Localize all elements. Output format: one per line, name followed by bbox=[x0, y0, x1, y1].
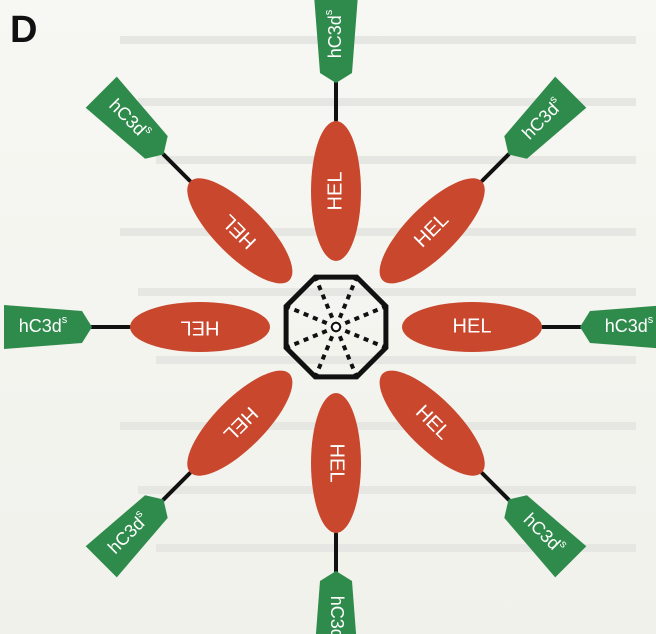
hel-label-left: HEL bbox=[181, 317, 220, 339]
hc3d-label-left: hC3ds bbox=[19, 314, 68, 336]
arm-right: HEL hC3ds bbox=[402, 302, 656, 352]
hc3d-tag-bottom: hC3ds bbox=[314, 571, 358, 634]
hel-label-top: HEL bbox=[324, 172, 346, 211]
hc3d-label-top: hC3ds bbox=[323, 9, 345, 58]
hc3d-label-right: hC3ds bbox=[605, 314, 654, 336]
core-spoke bbox=[286, 306, 336, 327]
arm-bottom: HEL hC3ds bbox=[311, 393, 361, 634]
hc3d-superscript-right: s bbox=[648, 314, 654, 326]
arm-left: HEL hC3ds bbox=[4, 302, 270, 352]
hc3d-tag-left: hC3ds bbox=[4, 305, 92, 349]
hc3d-label-bottom: hC3ds bbox=[327, 596, 349, 634]
core-spoke bbox=[315, 277, 336, 327]
hc3d-superscript-left: s bbox=[62, 314, 68, 326]
hc3d-main-text-right: hC3d bbox=[605, 316, 648, 336]
hel-label-right: HEL bbox=[453, 315, 492, 337]
core-spoke bbox=[336, 277, 357, 327]
core-spoke bbox=[336, 306, 386, 327]
hc3d-superscript-top: s bbox=[323, 9, 335, 15]
hel-label-bottom: HEL bbox=[326, 444, 348, 483]
core-spoke bbox=[336, 327, 357, 377]
hc3d-tag-top: hC3ds bbox=[314, 0, 358, 83]
core-center-node bbox=[332, 323, 340, 331]
hc3d-main-text-bottom: hC3d bbox=[327, 596, 347, 634]
core-spoke bbox=[286, 327, 336, 348]
arm-top: HEL hC3ds bbox=[311, 0, 361, 261]
hc3d-main-text-left: hC3d bbox=[19, 316, 62, 336]
hc3d-tag-right: hC3ds bbox=[580, 305, 656, 349]
hc3d-main-text-top: hC3d bbox=[325, 15, 345, 58]
core-spoke bbox=[315, 327, 336, 377]
panel-letter: D bbox=[10, 9, 37, 51]
core-spoke bbox=[336, 327, 386, 348]
